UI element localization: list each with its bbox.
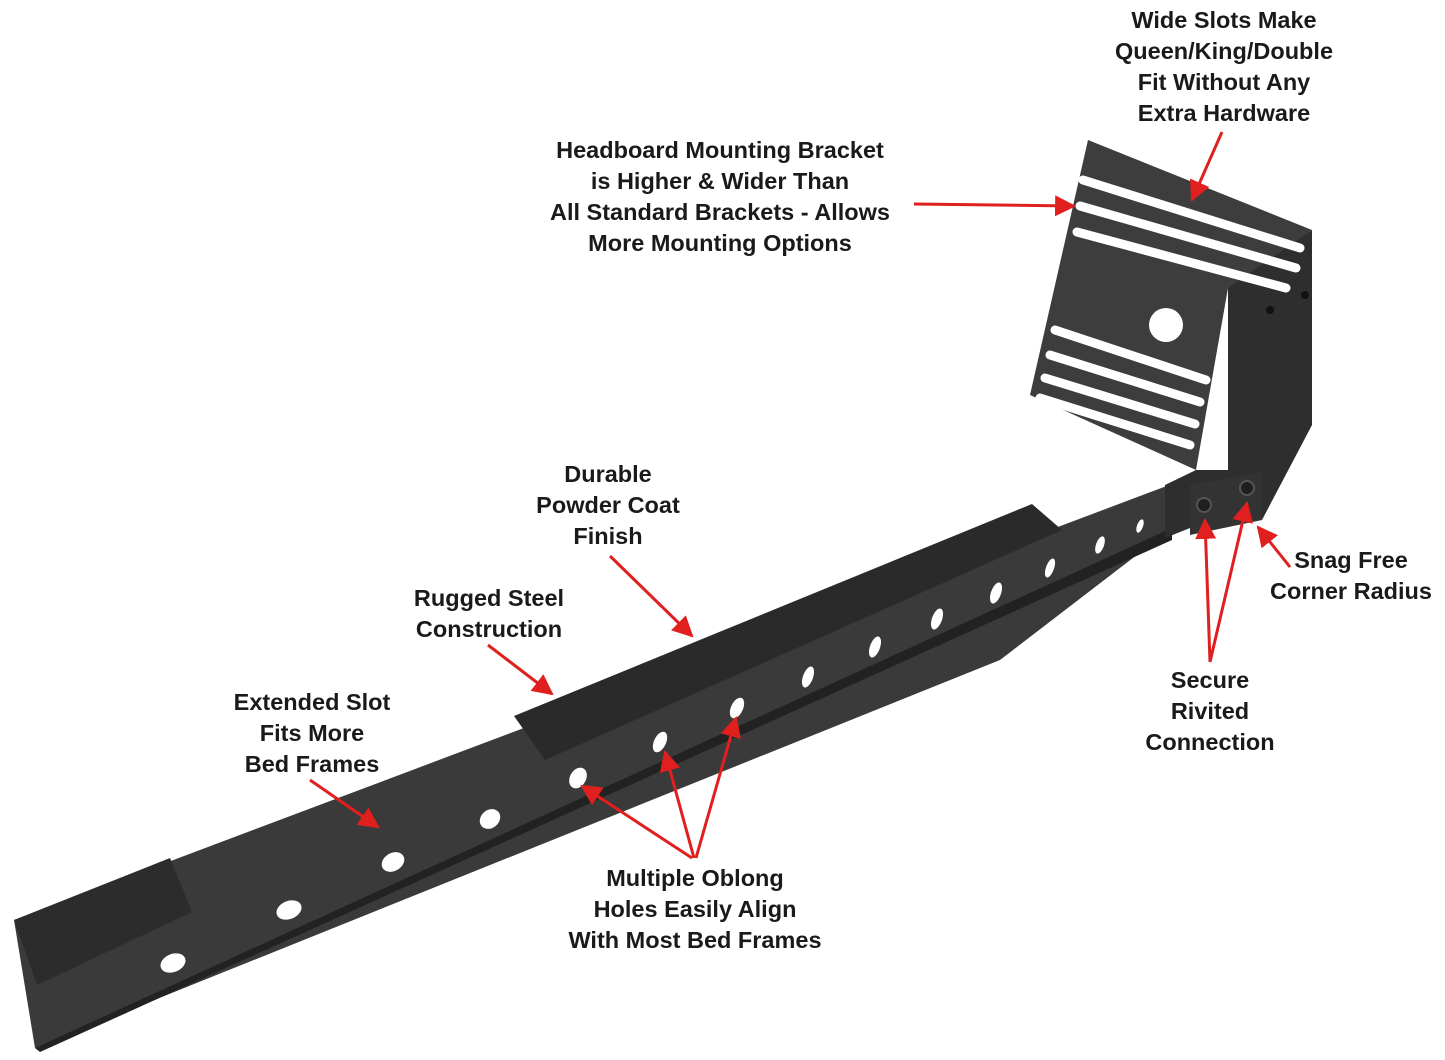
arrow-headboard-bracket	[913, 195, 1077, 217]
arrow-rivet-2	[1208, 500, 1253, 663]
rail-lower-shade	[35, 528, 1172, 1052]
arrow-extended-slot	[309, 778, 380, 829]
arrow-rivet-1	[1195, 517, 1217, 663]
rivets	[1196, 291, 1309, 513]
bracket-slot	[1075, 201, 1301, 273]
arrow-wide-slots	[1190, 131, 1224, 202]
label-extended-slot: Extended Slot Fits More Bed Frames	[233, 689, 391, 777]
rail-hole	[801, 666, 815, 688]
rail-hole	[1136, 519, 1144, 533]
rail-hole	[160, 953, 186, 973]
callout-arrows	[309, 131, 1292, 860]
rail-hole	[569, 767, 587, 789]
bracket-slot	[1050, 325, 1211, 385]
bracket-slot	[1078, 175, 1305, 253]
label-rugged-steel: Rugged Steel Construction	[413, 585, 565, 642]
arrow-oblong-hole-3	[694, 715, 741, 859]
rail-hole	[652, 731, 668, 753]
arrow-powder-coat	[608, 554, 694, 638]
rail-vertical-face	[14, 484, 1172, 1048]
bracket-side-flange	[1165, 230, 1312, 538]
rail-middle-ledge	[514, 504, 1062, 760]
flange-hole	[1301, 291, 1309, 299]
rail-hole	[930, 608, 944, 630]
label-wide-slots: Wide Slots Make Queen/King/Double Fit Wi…	[1114, 7, 1334, 126]
rail-holes	[160, 519, 1144, 973]
label-powder-coat: Durable Powder Coat Finish	[536, 461, 680, 549]
rail-hole	[479, 809, 501, 829]
rail-hole	[381, 852, 405, 872]
bracket-center-hole	[1149, 308, 1183, 342]
arrow-oblong-hole-1	[580, 784, 693, 860]
label-rivets: Secure Rivited Connection	[1145, 667, 1275, 755]
rivet	[1239, 480, 1255, 496]
bracket-slot	[1040, 373, 1200, 429]
arrow-oblong-hole-2	[659, 749, 696, 859]
rail-hole	[989, 582, 1003, 604]
arrow-snag-free	[1256, 525, 1292, 568]
flange-hole	[1266, 306, 1274, 314]
label-snag-free: Snag Free Corner Radius	[1270, 547, 1432, 604]
label-oblong-holes: Multiple Oblong Holes Easily Align With …	[568, 865, 822, 953]
bracket-slot	[1035, 393, 1195, 450]
bracket-slot	[1045, 350, 1205, 407]
arrow-rugged-steel	[487, 643, 554, 696]
rail-hole	[868, 636, 882, 658]
rail-hole	[729, 697, 745, 719]
bracket-slots	[1035, 175, 1305, 450]
rail-hole	[1095, 536, 1105, 554]
rivet	[1196, 497, 1212, 513]
rail-hole	[276, 900, 302, 920]
bracket-front-plate	[1030, 140, 1312, 470]
label-headboard-bracket: Headboard Mounting Bracket is Higher & W…	[550, 137, 890, 256]
rail-hole	[1044, 558, 1056, 578]
bracket-slot	[1072, 227, 1291, 293]
rail-end-ledge	[14, 858, 192, 985]
